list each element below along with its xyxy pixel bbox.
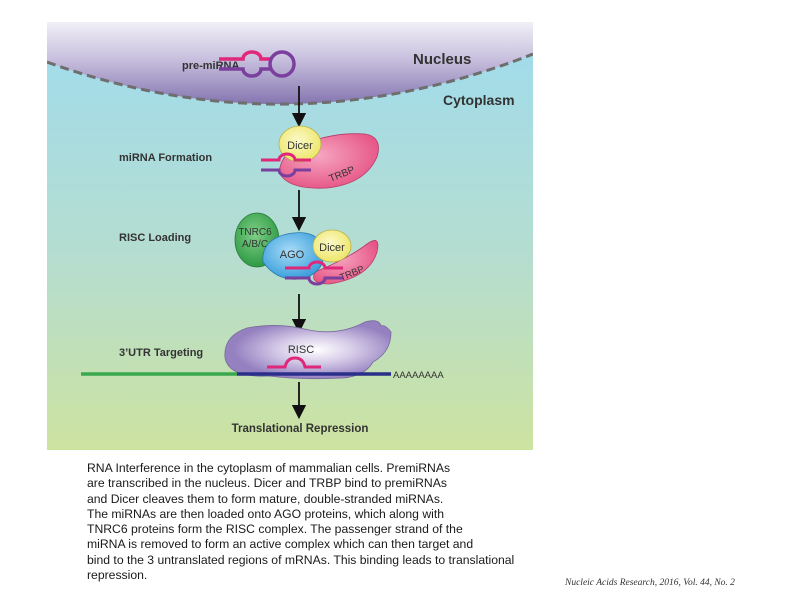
caption-line: and Dicer cleaves them to form mature, d… xyxy=(87,491,444,506)
dicer-label: Dicer xyxy=(287,140,313,152)
guide-strand-icon xyxy=(267,356,321,369)
mirna-duplex-icon xyxy=(285,260,343,286)
risc-label: RISC xyxy=(288,344,314,356)
figure-caption: RNA Interference in the cytoplasm of mam… xyxy=(87,461,557,583)
caption-line: RNA Interference in the cytoplasm of mam… xyxy=(87,461,451,475)
caption-line: bind to the 3 untranslated regions of mR… xyxy=(87,552,515,567)
risc-loading-label: RISC Loading xyxy=(119,232,191,244)
journal-citation: Nucleic Acids Research, 2016, Vol. 44, N… xyxy=(565,578,735,588)
caption-line: The miRNAs are then loaded onto AGO prot… xyxy=(87,506,445,521)
risc-complex xyxy=(224,320,392,380)
nuclear-envelope xyxy=(47,52,533,106)
cytoplasm-label: Cytoplasm xyxy=(443,92,515,108)
rnai-pathway-figure: Nucleus Cytoplasm pre-miRNA miRNA Format… xyxy=(47,22,533,450)
tnrc6-label-line2: A/B/C xyxy=(242,239,268,250)
caption-line: miRNA is removed to form an active compl… xyxy=(87,537,474,552)
dicer-label: Dicer xyxy=(319,242,345,254)
caption-line: are transcribed in the nucleus. Dicer an… xyxy=(87,476,447,491)
risc-loading-complex: TNRC6 A/B/C AGO Dicer TRBP xyxy=(234,212,379,286)
figure-canvas: Nucleus Cytoplasm pre-miRNA miRNA Format… xyxy=(47,22,533,450)
poly-a-tail-label: AAAAAAAA xyxy=(393,370,444,381)
caption-line: repression. xyxy=(87,568,148,583)
mirna-formation-label: miRNA Formation xyxy=(119,152,212,164)
dicer-trbp-complex: Dicer TRBP xyxy=(261,125,379,189)
pre-mirna-hairpin-icon xyxy=(219,50,296,78)
nucleus-label: Nucleus xyxy=(413,51,471,68)
translational-repression-label: Translational Repression xyxy=(232,423,369,435)
tnrc6-label-line1: TNRC6 xyxy=(238,227,272,238)
dicer-protein xyxy=(312,229,352,263)
mirna-duplex-icon xyxy=(261,152,311,178)
caption-line: TNRC6 proteins form the RISC complex. Th… xyxy=(87,522,463,537)
nucleus-region xyxy=(47,22,533,105)
utr-targeting-label: 3’UTR Targeting xyxy=(119,347,203,359)
ago-label: AGO xyxy=(280,249,305,261)
